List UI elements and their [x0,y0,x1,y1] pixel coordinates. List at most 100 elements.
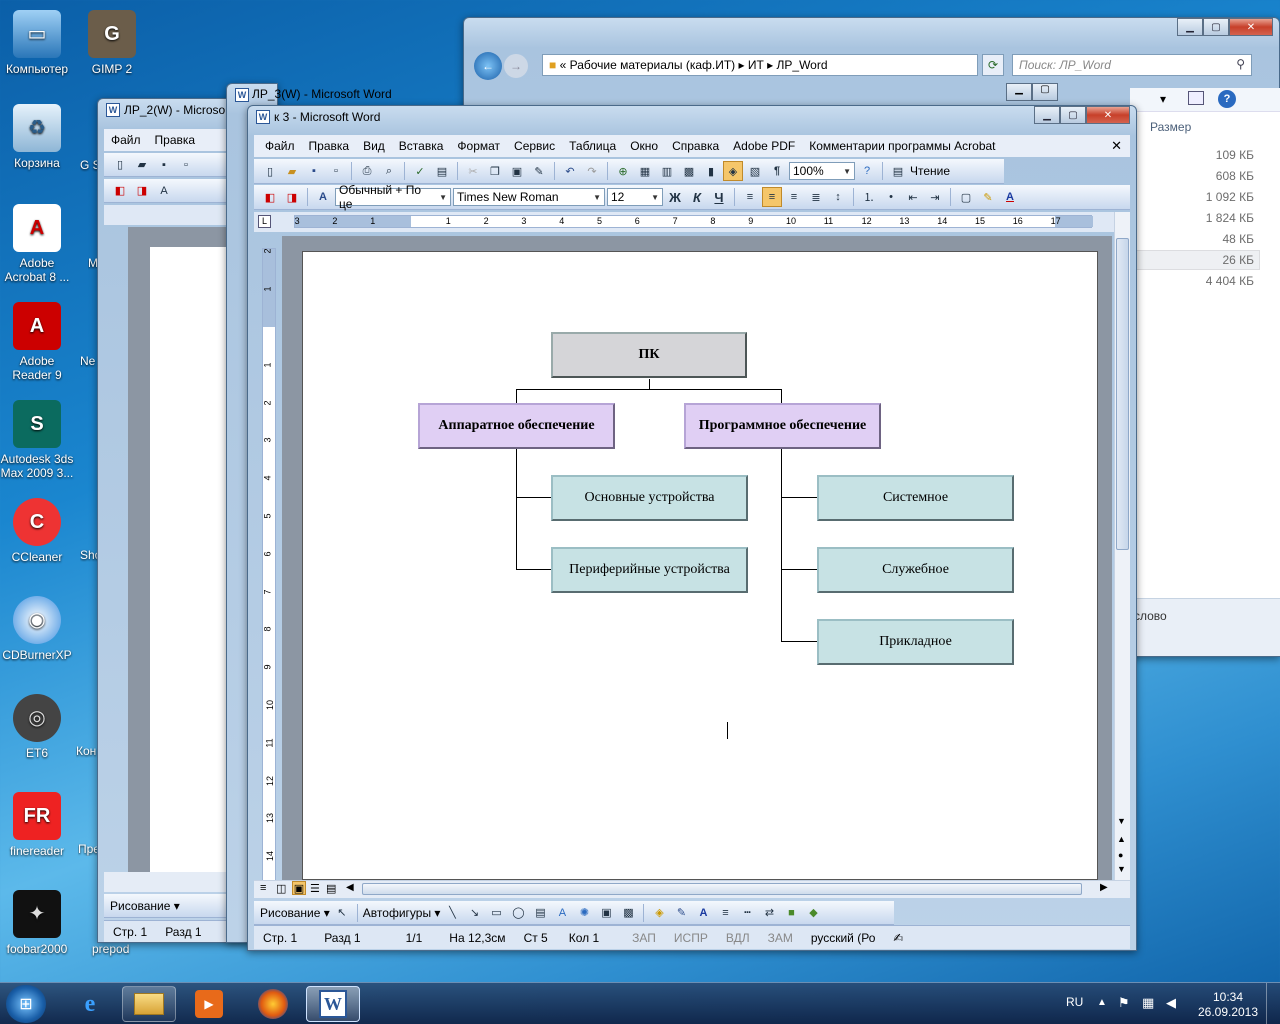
bullets-icon[interactable]: • [889,191,893,203]
wordart-icon[interactable]: A [558,906,567,919]
undo-icon[interactable]: ↶ [565,165,575,178]
align-left-icon[interactable]: ≡ [746,191,754,203]
drawing-toggle-icon[interactable]: ◈ [723,161,743,181]
print-layout-icon[interactable]: ▣ [292,881,306,895]
drawing-menu[interactable]: Рисование ▾ [110,898,180,913]
scrollbar-thumb[interactable] [1116,238,1129,550]
menu-tools[interactable]: Сервис [514,139,556,153]
taskbar-firefox[interactable] [246,986,300,1022]
show-desktop-button[interactable] [1266,983,1280,1024]
minimize-button[interactable]: ▁ [1034,106,1060,124]
cut-icon[interactable]: ✂ [468,165,478,178]
drawing-menu[interactable]: Рисование ▾ [260,905,330,920]
close-document-icon[interactable]: ✕ [1111,138,1122,153]
diagram-icon[interactable]: ✺ [579,907,590,919]
prev-page-icon[interactable]: ▲ [1117,834,1126,844]
minimize-button[interactable]: ▁ [1006,83,1032,101]
menu-insert[interactable]: Вставка [398,139,444,153]
desktop-icon-ccleaner[interactable]: C CCleaner [0,498,74,564]
org-node-utility[interactable]: Служебное [817,547,1014,593]
help-icon[interactable]: ? [1218,90,1236,108]
spelling-icon[interactable]: ✓ [415,165,425,178]
fill-color-icon[interactable]: ◈ [655,907,664,919]
menu-edit[interactable]: Правка [308,139,350,153]
pdf-icon[interactable]: ◧ [264,191,276,204]
dash-style-icon[interactable]: ┅ [744,907,751,919]
highlight-icon[interactable]: ✎ [983,191,993,204]
line-spacing-icon[interactable]: ↕ [835,191,841,203]
menu-format[interactable]: Формат [457,139,501,153]
maximize-button[interactable]: ▢ [1203,18,1229,36]
close-button[interactable]: ✕ [1086,106,1130,124]
italic-button[interactable]: К [693,189,701,205]
address-bar[interactable]: ■ « Рабочие материалы (каф.ИТ) ▸ ИТ ▸ ЛР… [542,54,978,76]
redo-icon[interactable]: ↷ [587,165,597,178]
3d-icon[interactable]: ◆ [809,907,818,919]
desktop-icon-finereader[interactable]: FR finereader [0,792,74,858]
format-painter-icon[interactable]: ✎ [534,165,544,178]
new-document-icon[interactable]: ▯ [266,165,274,178]
minimize-button[interactable]: ▁ [1177,18,1203,36]
align-center-icon[interactable]: ≡ [762,187,782,207]
menu-file[interactable]: Файл [111,133,141,147]
pdf-icon[interactable]: ◨ [286,191,298,204]
web-view-icon[interactable]: ◫ [276,883,287,895]
taskbar-media-player[interactable]: ▶ [182,986,236,1022]
status-track-changes[interactable]: ИСПР [673,930,708,945]
clipart-icon[interactable]: ▣ [601,907,612,919]
status-overtype[interactable]: ЗАМ [767,930,793,945]
close-button[interactable]: ✕ [1229,18,1273,36]
reading-view-icon[interactable]: ▤ [326,883,337,895]
document-page[interactable]: ПК Аппаратное обеспечение Программное об… [302,251,1098,880]
volume-icon[interactable]: ◀ [1166,995,1176,1010]
org-node-software[interactable]: Программное обеспечение [684,403,881,449]
search-input[interactable]: Поиск: ЛР_Word ⚲ [1012,54,1252,76]
line-icon[interactable]: ╲ [449,907,456,919]
font-select[interactable]: Times New Roman▼ [453,188,605,206]
paste-icon[interactable]: ▣ [511,165,523,178]
align-right-icon[interactable]: ≡ [790,191,798,203]
underline-button[interactable]: Ч [714,189,724,205]
maximize-button[interactable]: ▢ [1060,106,1086,124]
desktop-icon-3ds-max[interactable]: S Autodesk 3ds Max 2009 3... [0,400,74,480]
styles-icon[interactable]: A [319,191,327,203]
horizontal-scrollbar-thumb[interactable] [362,883,1082,895]
forward-arrow-icon[interactable]: → [504,54,528,78]
increase-indent-icon[interactable]: ⇥ [930,191,940,204]
status-extend[interactable]: ВДЛ [725,930,750,945]
select-objects-icon[interactable]: ↖ [337,907,347,919]
maximize-button[interactable]: ▢ [1032,83,1058,101]
open-folder-icon[interactable]: ▰ [287,165,297,178]
print-icon[interactable]: ⎙ [362,164,372,177]
save-icon[interactable]: ▪ [162,158,166,171]
new-document-icon[interactable]: ▯ [116,159,124,171]
desktop-icon-adobe-reader[interactable]: A Adobe Reader 9 [0,302,74,382]
textbox-icon[interactable]: ▤ [535,907,546,919]
research-icon[interactable]: ▤ [436,165,448,178]
menu-view[interactable]: Вид [363,139,385,153]
scroll-left-icon[interactable]: ◀ [346,882,354,893]
decrease-indent-icon[interactable]: ⇤ [908,191,918,204]
rectangle-icon[interactable]: ▭ [491,907,502,919]
permission-icon[interactable]: ▫ [184,158,188,171]
browse-object-icon[interactable]: ● [1118,850,1124,860]
desktop-icon-foobar2000[interactable]: ✦ foobar2000 [0,890,74,956]
desktop-icon-gimp[interactable]: G GIMP 2 [75,10,149,76]
vertical-scrollbar[interactable]: ▼ ▲ ● ▼ [1114,212,1130,880]
show-hide-icon[interactable]: ¶ [773,165,781,177]
font-color-icon[interactable]: A [1006,191,1014,203]
picture-icon[interactable]: ▩ [623,907,634,919]
org-node-main-devices[interactable]: Основные устройства [551,475,748,521]
org-node-application[interactable]: Прикладное [817,619,1014,665]
justify-icon[interactable]: ≣ [811,191,821,204]
taskbar-ie[interactable]: e [63,986,117,1022]
bold-button[interactable]: Ж [669,189,681,205]
back-arrow-icon[interactable]: ← [474,52,502,80]
hyperlink-icon[interactable]: ⊕ [618,165,628,178]
tables-borders-icon[interactable]: ▦ [639,165,651,178]
status-record-macro[interactable]: ЗАП [632,930,656,945]
size-column-header[interactable]: Размер [1150,120,1192,134]
scroll-right-icon[interactable]: ▶ [1100,882,1108,893]
desktop-icon-recycle-bin[interactable]: ♻ Корзина [0,104,74,170]
